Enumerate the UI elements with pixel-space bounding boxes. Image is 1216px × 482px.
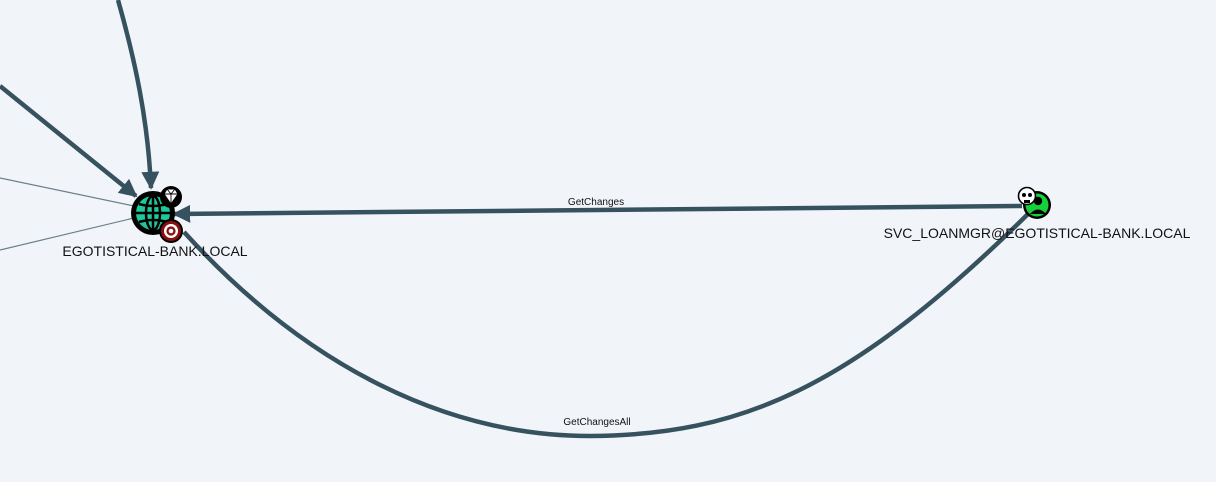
diamond-icon bbox=[160, 186, 182, 208]
node-domain[interactable]: EGOTISTICAL-BANK.LOCAL bbox=[62, 186, 248, 259]
offscreen-edges bbox=[0, 0, 160, 251]
edge-getchanges-label: GetChanges bbox=[568, 197, 624, 208]
node-user[interactable]: SVC_LOANMGR@EGOTISTICAL-BANK.LOCAL bbox=[884, 186, 1191, 242]
skull-icon bbox=[1017, 186, 1037, 206]
edge-offscreen-left[interactable] bbox=[0, 84, 138, 198]
edge-offscreen-top[interactable] bbox=[115, 0, 160, 190]
edge-getchanges-line[interactable] bbox=[172, 203, 1023, 223]
globe-icon bbox=[131, 191, 175, 235]
edge-offscreen-left-thin-2[interactable] bbox=[0, 217, 135, 251]
target-icon bbox=[159, 219, 183, 243]
node-domain-label: EGOTISTICAL-BANK.LOCAL bbox=[62, 243, 247, 259]
edge-getchanges[interactable]: GetChanges bbox=[172, 197, 1023, 223]
edge-getchangesall-line[interactable] bbox=[182, 210, 1032, 439]
edge-getchangesall-label: GetChangesAll bbox=[563, 417, 630, 428]
edge-getchangesall[interactable]: GetChangesAll bbox=[182, 210, 1032, 439]
edge-offscreen-left-thin-1[interactable] bbox=[0, 177, 135, 207]
node-user-label: SVC_LOANMGR@EGOTISTICAL-BANK.LOCAL bbox=[884, 225, 1191, 241]
